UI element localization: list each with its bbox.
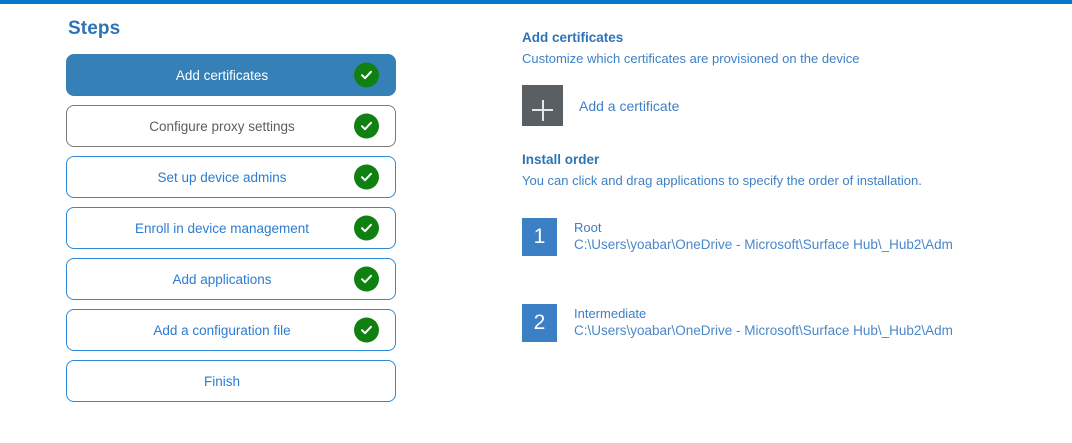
detail-subheading: Customize which certificates are provisi… [522,51,860,66]
step-label: Add a configuration file [153,322,291,338]
step-label: Set up device admins [157,169,287,185]
order-item-name: Root [574,220,602,235]
step-button-enroll-in-device-management[interactable]: Enroll in device management [66,207,396,249]
steps-title: Steps [68,18,121,39]
step-label: Add certificates [175,67,269,83]
check-circle-icon [354,266,379,292]
order-item-text: Intermediate C:\Users\yoabar\OneDrive - … [574,304,953,339]
step-label: Finish [203,373,240,389]
step-button-add-a-configuration-file[interactable]: Add a configuration file [66,309,396,351]
install-order-subheading: You can click and drag applications to s… [522,173,922,188]
detail-panel: Add certificates Customize which certifi… [522,30,1052,390]
check-circle-icon [354,164,379,190]
steps-panel: Steps Add certificates Configure proxy s… [66,18,398,411]
order-number-badge: 2 [522,304,557,342]
step-label: Configure proxy settings [149,118,295,134]
step-button-configure-proxy-settings[interactable]: Configure proxy settings [66,105,396,147]
check-circle-icon [354,113,379,139]
plus-icon [522,85,563,126]
add-certificate-label: Add a certificate [579,97,680,114]
step-button-set-up-device-admins[interactable]: Set up device admins [66,156,396,198]
install-order-list: 1 Root C:\Users\yoabar\OneDrive - Micros… [522,218,1052,342]
order-number-badge: 1 [522,218,557,256]
step-label: Enroll in device management [134,220,310,236]
check-circle-icon [354,215,379,241]
install-order-heading: Install order [522,152,600,167]
order-item-path: C:\Users\yoabar\OneDrive - Microsoft\Sur… [574,237,953,252]
step-button-add-certificates[interactable]: Add certificates [66,54,396,96]
detail-heading: Add certificates [522,30,624,45]
install-order-item[interactable]: 1 Root C:\Users\yoabar\OneDrive - Micros… [522,218,1022,256]
check-circle-icon [354,317,379,343]
check-circle-icon [354,62,379,88]
step-label: Add applications [172,271,272,287]
add-certificate-button[interactable]: Add a certificate [522,85,722,126]
order-item-name: Intermediate [574,306,647,321]
step-button-finish[interactable]: Finish [66,360,396,402]
order-item-text: Root C:\Users\yoabar\OneDrive - Microsof… [574,218,953,253]
order-item-path: C:\Users\yoabar\OneDrive - Microsoft\Sur… [574,323,953,338]
install-order-item[interactable]: 2 Intermediate C:\Users\yoabar\OneDrive … [522,304,1022,342]
install-order-section: Install order You can click and drag app… [522,152,1052,342]
step-button-add-applications[interactable]: Add applications [66,258,396,300]
top-accent-bar [0,0,1072,4]
